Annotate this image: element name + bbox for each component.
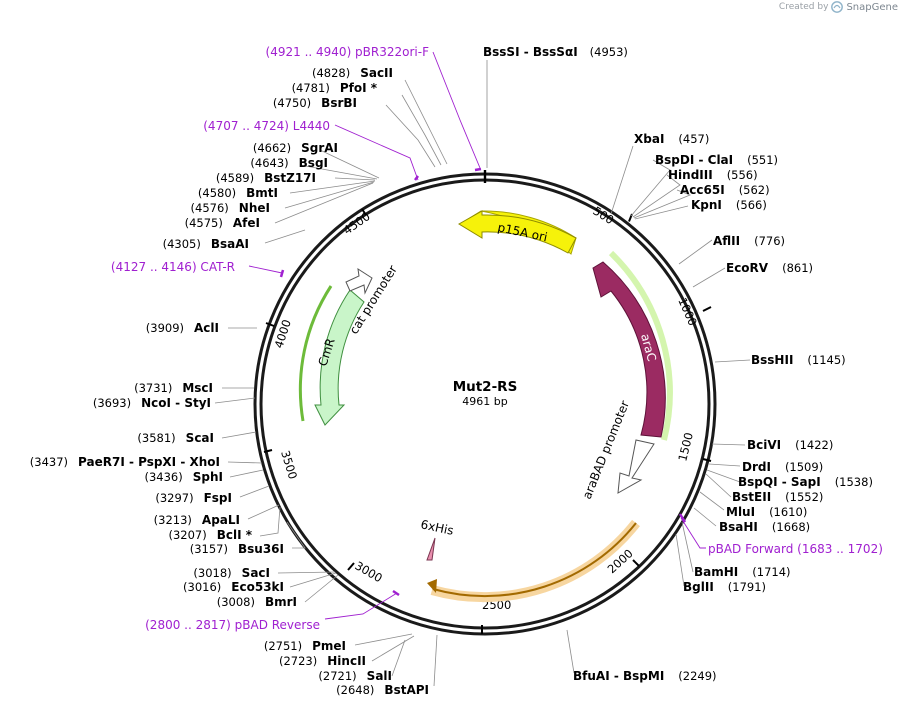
site-ecorv[interactable]: EcoRV(861): [726, 261, 813, 275]
site-bsrbi[interactable]: (4750)BsrBI: [273, 96, 357, 110]
site-bcli[interactable]: (3207)BclI *: [168, 528, 252, 542]
site-bstapi[interactable]: (2648)BstAPI: [336, 683, 429, 697]
plasmid-length: 4961 bp: [462, 395, 507, 408]
primer-pbad-forward[interactable]: pBAD Forward (1683 .. 1702): [708, 542, 883, 556]
site-clai[interactable]: BspDI - ClaI(551): [655, 153, 778, 167]
leaders-right: [566, 145, 751, 674]
site-aflii[interactable]: AflII(776): [713, 234, 785, 248]
tick-label-1000: 1000: [675, 296, 700, 328]
site-ncoi[interactable]: (3693)NcoI - StyI: [93, 396, 211, 410]
site-xhoi[interactable]: (3437)PaeR7I - PspXI - XhoI: [30, 455, 220, 469]
feature-6xhis[interactable]: 6xHis: [419, 517, 455, 561]
6xhis-label: 6xHis: [419, 517, 455, 538]
plasmid-name: Mut2-RS: [453, 379, 518, 395]
sites-right: XbaI(457) BspDI - ClaI(551) HindIII(556)…: [573, 132, 873, 683]
feature-p15a-ori[interactable]: p15A ori: [458, 210, 577, 255]
sites-left: BssSI - BssSαI(4953) (4828)SacII (4781)P…: [30, 45, 628, 697]
primer-leaders: [248, 51, 706, 620]
site-bsaai[interactable]: (4305)BsaAI: [163, 237, 249, 251]
tick-label-3500: 3500: [278, 449, 300, 481]
site-bsgi[interactable]: (4643)BsgI: [250, 156, 328, 170]
credit-brand: SnapGene: [846, 1, 898, 13]
site-sgrai[interactable]: (4662)SgrAI: [253, 141, 338, 155]
cat-promoter-arrow: [345, 267, 373, 295]
site-xbai[interactable]: XbaI(457): [634, 132, 709, 146]
site-bstz17i[interactable]: (4589)BstZ17I: [216, 171, 316, 185]
site-bsssi[interactable]: BssSI - BssSαI(4953): [483, 45, 628, 59]
primer-l4440[interactable]: (4707 .. 4724) L4440: [203, 119, 330, 133]
site-fspi[interactable]: (3297)FspI: [155, 491, 232, 505]
cmr-highlight: [298, 285, 333, 422]
site-bcivi[interactable]: BciVI(1422): [747, 438, 833, 452]
site-bsshii[interactable]: BssHII(1145): [751, 353, 846, 367]
primer-mark-cat-r: [279, 269, 285, 278]
tick-mark-1500: [702, 458, 712, 462]
cmr-arrow: [314, 289, 365, 426]
tick-mark-4000: [265, 322, 275, 327]
site-sali[interactable]: (2721)SalI: [318, 669, 392, 683]
feature-arac[interactable]: araC: [592, 250, 673, 441]
site-acli[interactable]: (3909)AclI: [146, 321, 219, 335]
snapgene-logo-icon: [831, 1, 844, 13]
site-saci[interactable]: (3018)SacI: [193, 566, 270, 580]
site-bfuai[interactable]: BfuAI - BspMI(2249): [573, 669, 717, 683]
primer-pbr322ori-f[interactable]: (4921 .. 4940) pBR322ori-F: [266, 45, 430, 59]
site-sapi[interactable]: BspQI - SapI(1538): [738, 475, 873, 489]
leaders-left: [214, 60, 488, 687]
site-kpni[interactable]: KpnI(566): [691, 198, 767, 212]
orange-cassette-band: [430, 519, 640, 603]
site-apali[interactable]: (3213)ApaLI: [154, 513, 240, 527]
tick-label-1500: 1500: [675, 431, 696, 463]
tick-mark-1000: [702, 306, 712, 312]
site-afei[interactable]: (4575)AfeI: [185, 216, 260, 230]
site-bsahi[interactable]: BsaHI(1668): [719, 520, 810, 534]
site-nhei[interactable]: (4576)NheI: [191, 201, 270, 215]
site-acc65i[interactable]: Acc65I(562): [680, 183, 770, 197]
feature-arabad-promoter[interactable]: araBAD promoter: [580, 399, 655, 501]
p15a-ori-arrow-body: [458, 210, 577, 254]
tick-mark-2000: [632, 559, 640, 567]
6xhis-arrow: [426, 537, 436, 561]
credit-text: Created by: [778, 2, 829, 12]
tick-label-3000: 3000: [353, 558, 385, 585]
site-pmei[interactable]: (2751)PmeI: [264, 639, 346, 653]
primer-mark-l4440: [414, 175, 419, 181]
primer-pbad-reverse[interactable]: (2800 .. 2817) pBAD Reverse: [145, 618, 320, 632]
site-bsteii[interactable]: BstEII(1552): [732, 490, 823, 504]
site-bmti[interactable]: (4580)BmtI: [198, 186, 278, 200]
primer-mark-pbad-forward: [678, 513, 687, 523]
arac-arrow: [592, 261, 666, 438]
site-bamhi[interactable]: BamHI(1714): [694, 565, 791, 579]
orange-cassette-line: [432, 522, 637, 598]
site-sacii[interactable]: (4828)SacII: [312, 66, 393, 80]
site-eco53ki[interactable]: (3016)Eco53kI: [183, 580, 284, 594]
arabad-promoter-arrow: [617, 439, 655, 494]
site-msci[interactable]: (3731)MscI: [134, 381, 213, 395]
primer-cat-r[interactable]: (4127 .. 4146) CAT-R: [111, 260, 235, 274]
site-bglii[interactable]: BglII(1791): [683, 580, 766, 594]
site-bmri[interactable]: (3008)BmrI: [217, 595, 297, 609]
site-hindiii[interactable]: HindIII(556): [668, 168, 758, 182]
site-bsu36i[interactable]: (3157)Bsu36I: [190, 542, 284, 556]
tick-mark-4500: [361, 208, 367, 216]
primer-labels: (4921 .. 4940) pBR322ori-F (4707 .. 4724…: [111, 45, 883, 632]
arac-highlight: [608, 250, 673, 441]
snapgene-credit: Created by SnapGene: [779, 1, 898, 13]
site-pfoi[interactable]: (4781)PfoI *: [292, 81, 378, 95]
site-sphi[interactable]: (3436)SphI: [145, 470, 224, 484]
feature-cmr[interactable]: CmR: [298, 285, 365, 426]
site-scai[interactable]: (3581)ScaI: [137, 431, 214, 445]
site-mlui[interactable]: MluI(1610): [726, 505, 807, 519]
tick-mark-3000: [347, 562, 355, 571]
primer-mark-pbr322: [474, 167, 482, 172]
site-drdi[interactable]: DrdI(1509): [742, 460, 823, 474]
orange-cassette-arrowhead: [427, 579, 437, 593]
site-hincii[interactable]: (2723)HincII: [279, 654, 366, 668]
primer-mark-pbad-reverse: [392, 589, 400, 597]
tick-mark-3500: [263, 449, 273, 453]
